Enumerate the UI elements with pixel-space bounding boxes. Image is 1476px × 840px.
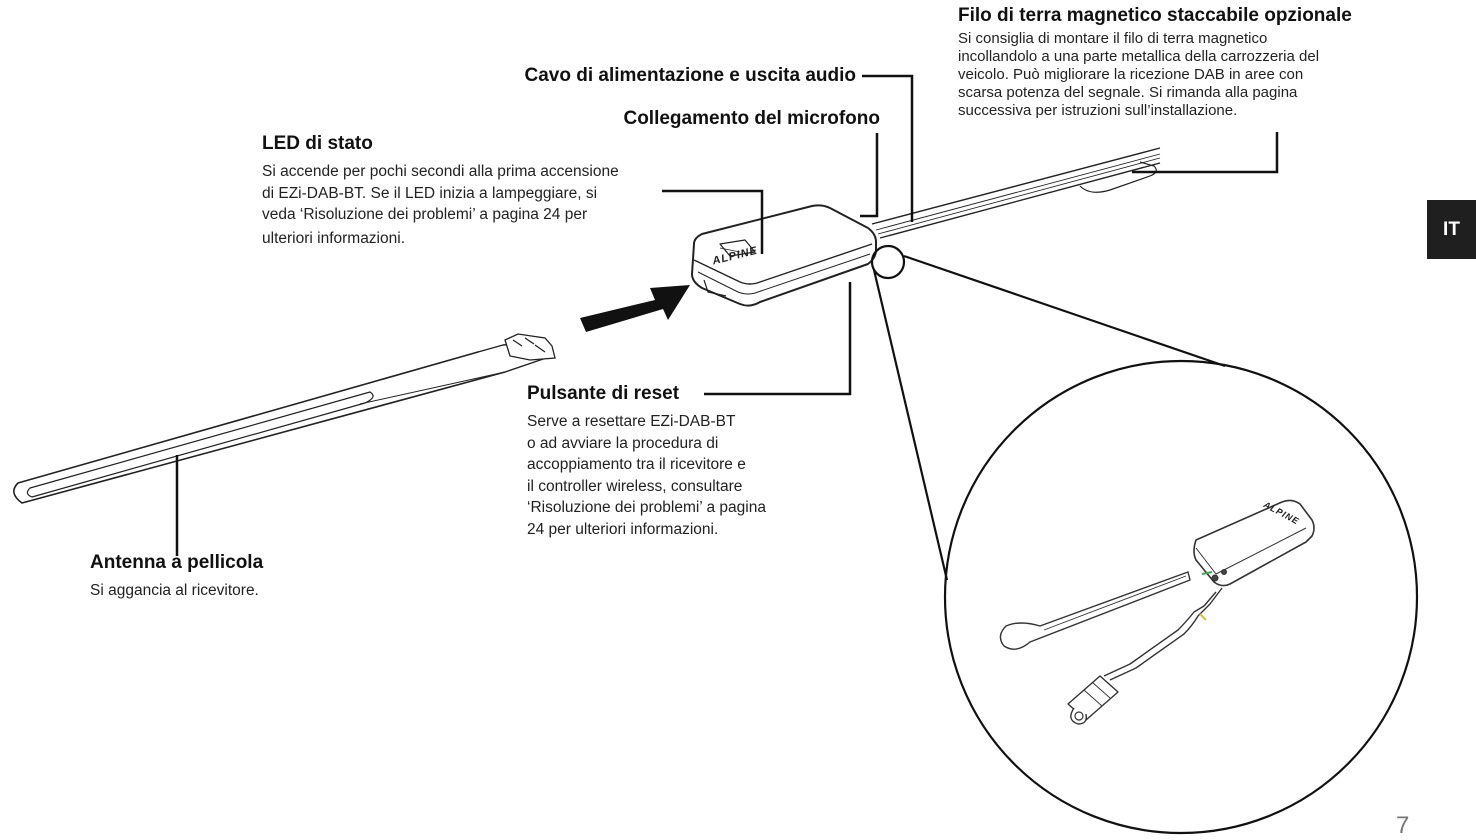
callout-power-cable: Cavo di alimentazione e uscita audio: [450, 65, 856, 87]
zoom-source-circle: [870, 244, 906, 280]
callout-reset-button-line: ‘Risoluzione dei problemi’ a pagina: [527, 499, 766, 516]
callout-status-led-line: veda ‘Risoluzione dei problemi’ a pagina…: [262, 206, 588, 223]
callout-ground-wire-line: incollandolo a una parte metallica della…: [958, 48, 1320, 65]
callout-ground-wire-line: successiva per istruzioni sull’installaz…: [958, 102, 1238, 119]
callout-reset-button-title: Pulsante di reset: [527, 383, 680, 404]
film-antenna: [13, 341, 553, 504]
callout-ground-wire: Filo di terra magnetico staccabile opzio…: [958, 5, 1418, 120]
callout-reset-button-line: il controller wireless, consultare: [527, 477, 743, 495]
zoom-circle: [943, 359, 1419, 835]
detail-cables: [999, 571, 1223, 725]
leader-ground-wire: [1132, 132, 1279, 174]
callout-reset-button-line: o ad avviare la procedura di: [527, 434, 719, 452]
zoom-detail: [870, 244, 1419, 835]
leader-power-cable: [862, 74, 914, 222]
callout-reset-button-line: 24 per ulteriori informazioni.: [527, 520, 719, 538]
language-tab: IT: [1427, 200, 1476, 259]
callout-reset-button-line: accoppiamento tra il ricevitore e: [527, 456, 746, 473]
callout-reset-button: Pulsante di reset Serve a resettare EZi-…: [527, 383, 827, 540]
detail-receiver: [1193, 499, 1315, 587]
callout-status-led-title: LED di stato: [262, 133, 373, 154]
page-number: 7: [1396, 812, 1410, 839]
callout-power-cable-title: Cavo di alimentazione e uscita audio: [524, 65, 856, 86]
callout-microphone-title: Collegamento del microfono: [623, 108, 880, 129]
leader-reset-button: [704, 282, 852, 396]
callout-status-led: LED di stato Si accende per pochi second…: [262, 133, 702, 249]
callout-film-antenna-line: Si aggancia al ricevitore.: [90, 582, 259, 599]
leader-status-led: [662, 189, 764, 254]
leader-lines: [175, 74, 1279, 556]
callout-reset-button-line: Serve a resettare EZi-DAB-BT: [527, 413, 736, 430]
callout-ground-wire-title: Filo di terra magnetico staccabile opzio…: [958, 5, 1352, 26]
ground-wire-rods: [871, 147, 1161, 239]
callout-ground-wire-line: scarsa potenza del segnale. Si rimanda a…: [958, 84, 1298, 101]
callout-ground-wire-line: Si consiglia di montare il filo di terra…: [958, 30, 1268, 47]
insert-arrow: [580, 285, 690, 332]
callout-microphone: Collegamento del microfono: [560, 108, 880, 130]
callout-ground-wire-line: veicolo. Può migliorare la ricezione DAB…: [958, 66, 1304, 83]
callout-film-antenna-title: Antenna a pellicola: [90, 552, 264, 573]
leader-microphone: [860, 133, 879, 218]
antenna-connector: [504, 333, 556, 361]
callout-status-led-line: di EZi-DAB-BT. Se il LED inizia a lampeg…: [262, 184, 598, 202]
callout-film-antenna: Antenna a pellicola Si aggancia al ricev…: [90, 552, 410, 602]
callout-status-led-line: Si accende per pochi secondi alla prima …: [262, 163, 619, 180]
callout-status-led-line: ulteriori informazioni.: [262, 229, 405, 247]
